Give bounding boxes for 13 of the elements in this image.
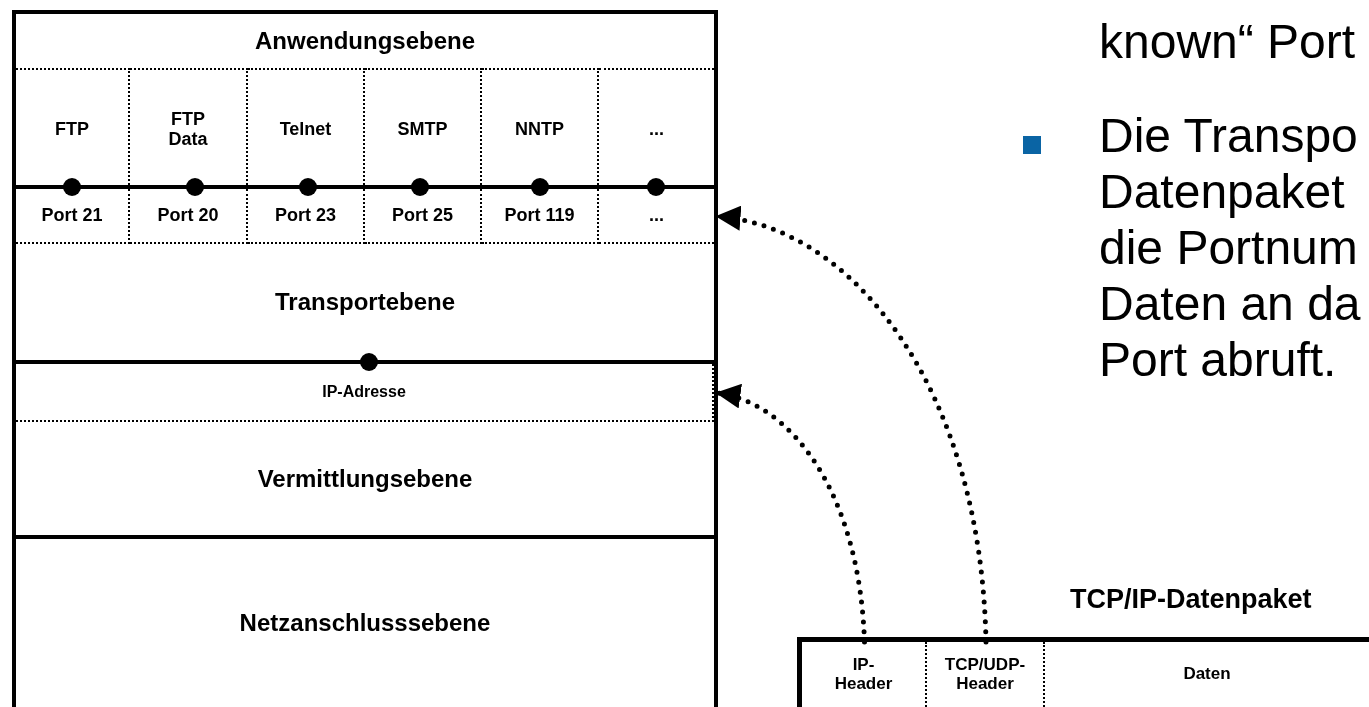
packet-cell: TCP/UDP- Header: [927, 642, 1045, 707]
layer-title: Anwendungsebene: [254, 25, 476, 56]
layer-band: Netzanschlusssebene: [12, 535, 718, 707]
layer-title: Transportebene: [273, 286, 456, 317]
packet-cell: Daten: [1045, 642, 1369, 707]
table-title: TCP/IP-Datenpaket: [1070, 583, 1313, 617]
bullet-text: known“ Port: [1099, 14, 1357, 70]
dotted-arrow: [715, 385, 867, 645]
layer-band: [12, 360, 718, 537]
packet-cell: IP- Header: [802, 642, 927, 707]
layer-title: Vermittlungsebene: [256, 464, 474, 495]
dotted-arrow: [715, 207, 989, 645]
bullet-text: Die Transpo Datenpaket die Portnum Daten an da Port abruft.: [1099, 108, 1362, 388]
